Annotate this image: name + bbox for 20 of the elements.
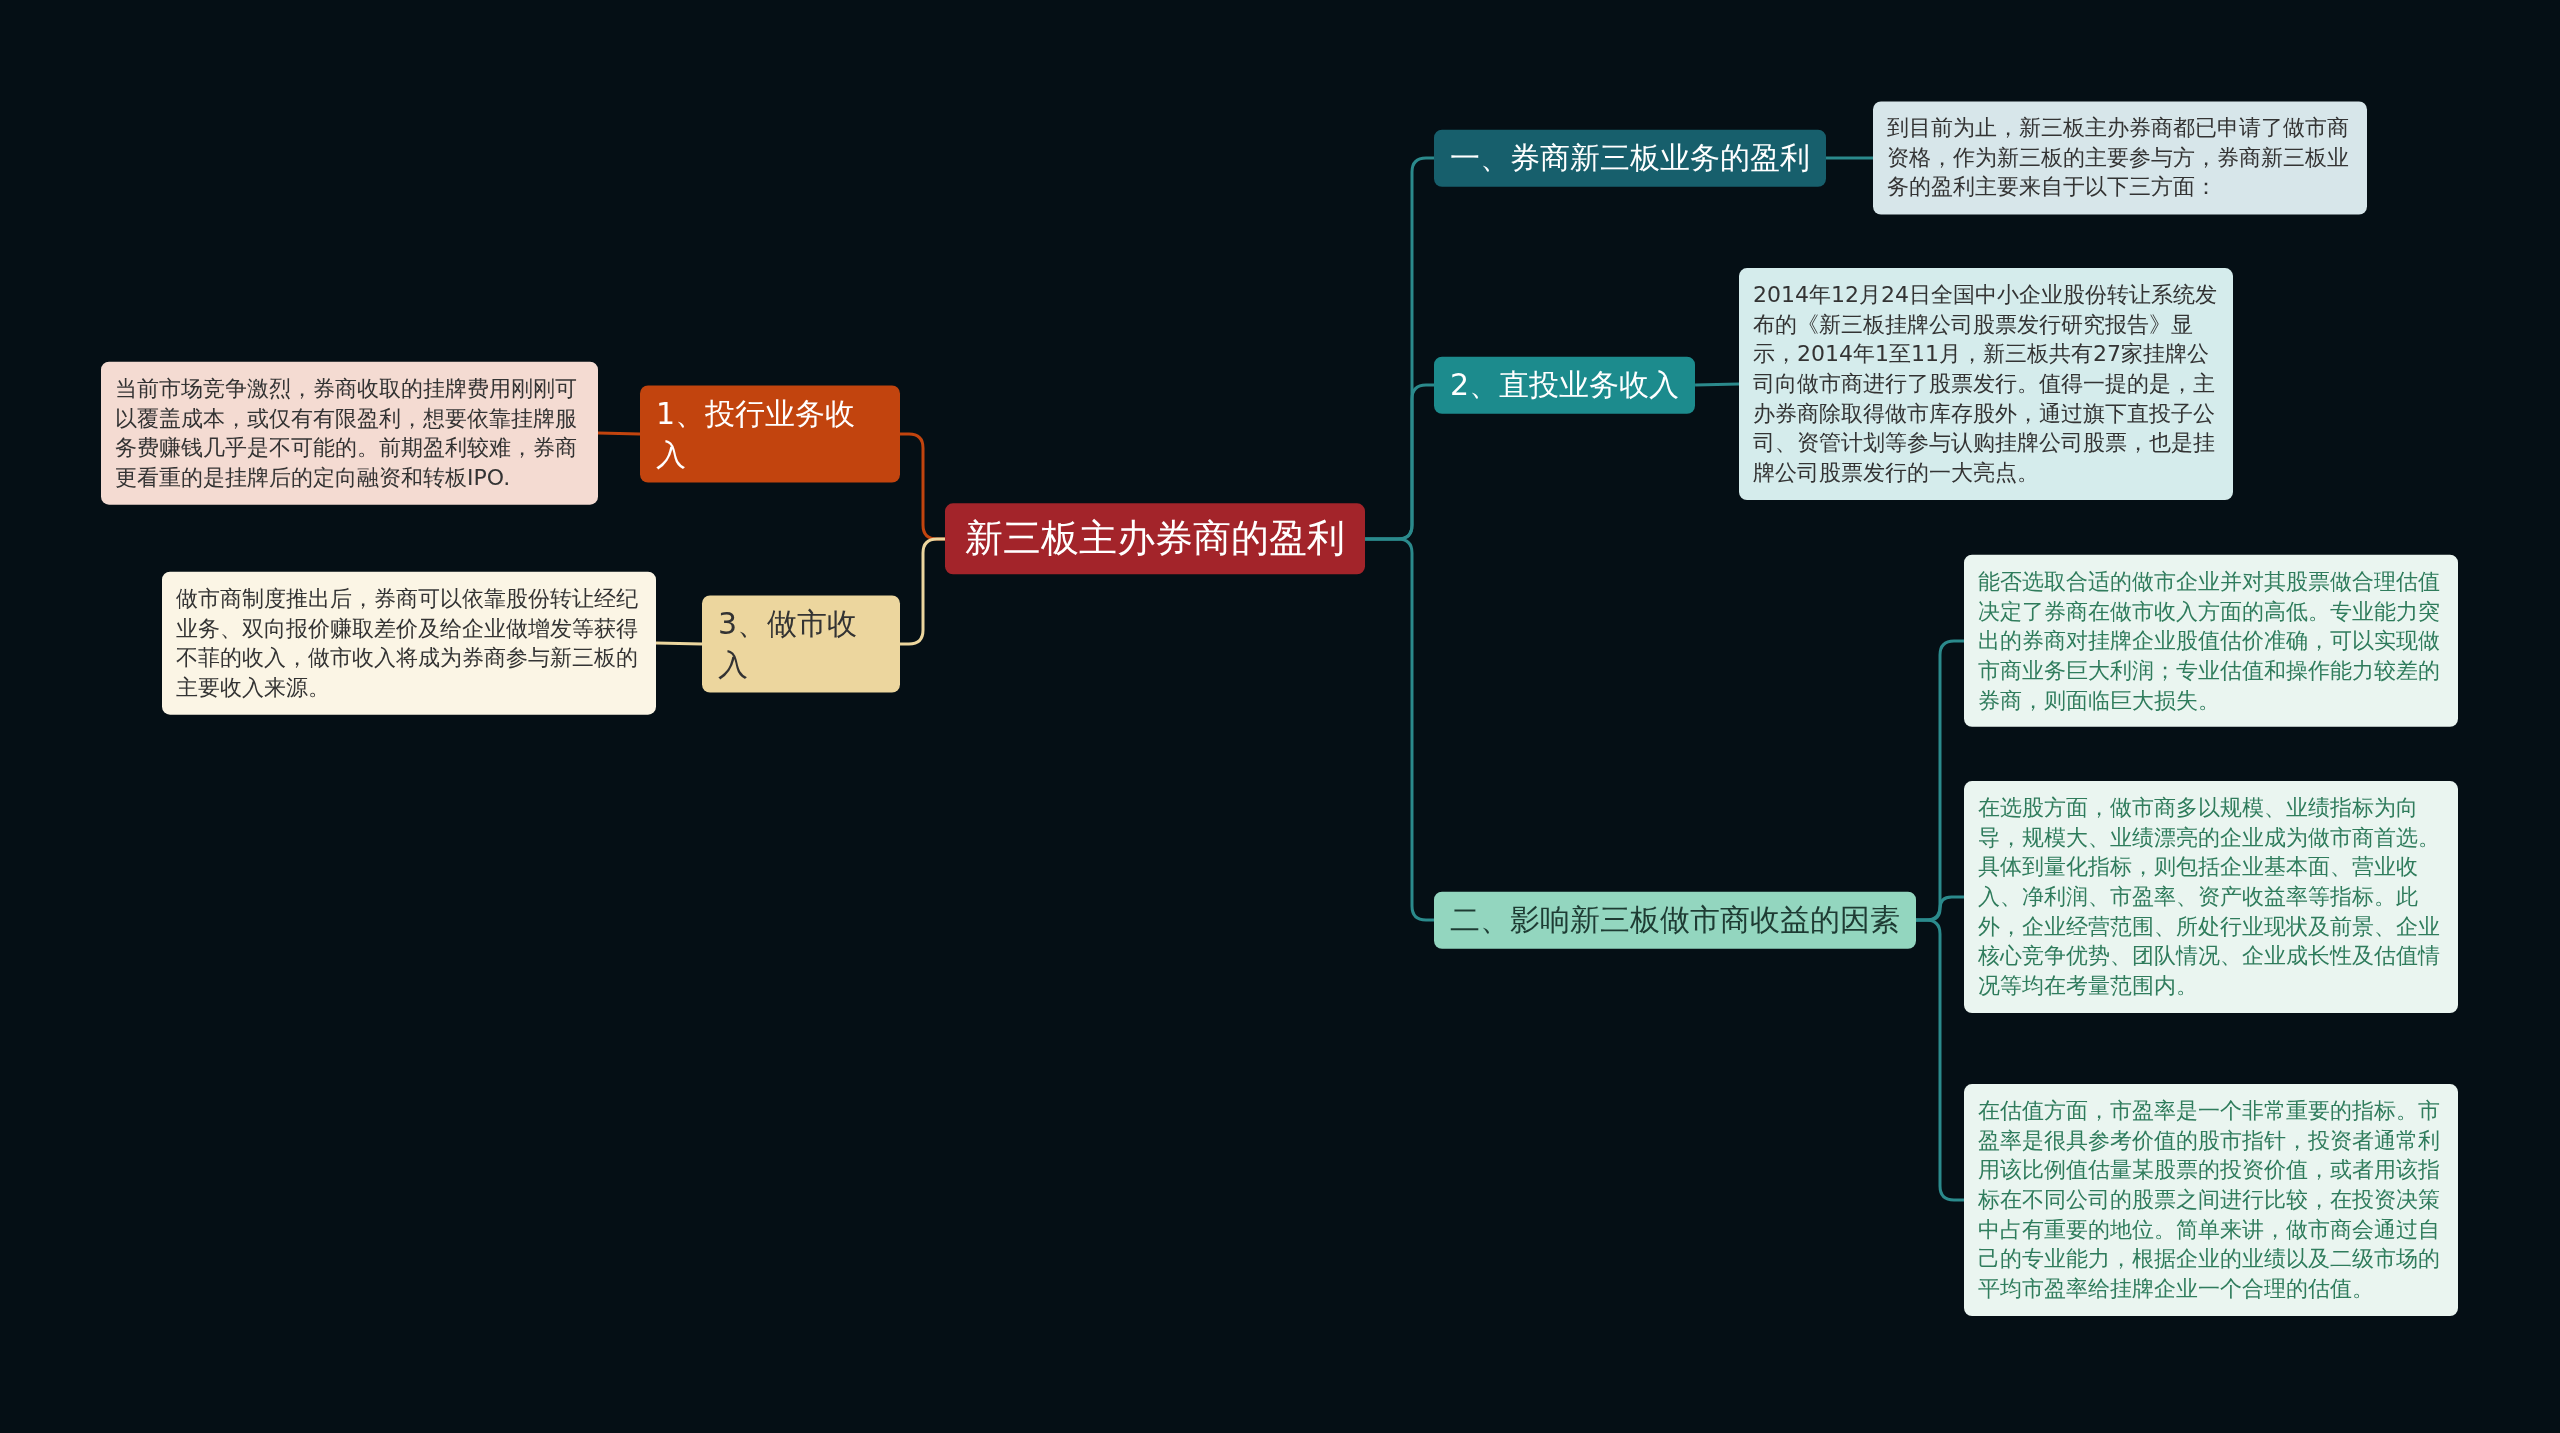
branch-topic: 2、直投业务收入 <box>1434 356 1696 414</box>
connector-line <box>597 431 641 436</box>
connector-line <box>900 537 945 646</box>
connector-line <box>1365 537 1434 922</box>
connector-line <box>655 641 703 646</box>
branch-topic: 一、券商新三板业务的盈利 <box>1434 129 1826 187</box>
note-card: 能否选取合适的做市企业并对其股票做合理估值决定了券商在做市收入方面的高低。专业能力突出的券商对挂牌企业股值估价准确，可以实现做市商业务巨大利润；专业估值和操作能力较差的券商，则面临巨大损失。 <box>1964 554 2458 728</box>
note-card: 2014年12月24日全国中小企业股份转让系统发布的《新三板挂牌公司股票发行研究报告》显示，2014年1至11月，新三板共有27家挂牌公司向做市商进行了股票发行。值得一提的是，主办券商除取得做市库存股外，通过旗下直投子公司、资管计划等参与认购挂牌公司股票，也是挂牌公司股票发行的一大亮点。 <box>1739 268 2233 500</box>
branch-topic: 3、做市收入 <box>702 595 900 693</box>
note-card: 到目前为止，新三板主办券商都已申请了做市商资格，作为新三板的主要参与方，券商新三板业务的盈利主要来自于以下三方面： <box>1873 101 2367 215</box>
note-card: 在估值方面，市盈率是一个非常重要的指标。市盈率是很具参考价值的股市指针，投资者通常利用该比例值估量某股票的投资价值，或者用该指标在不同公司的股票之间进行比较，在投资决策中占有重要的地位。简单来讲，做市商会通过自己的专业能力，根据企业的业绩以及二级市场的平均市盈率给挂牌企业一个合理的估值。 <box>1964 1084 2458 1316</box>
connector-line <box>1826 156 1873 160</box>
branch-topic: 1、投行业务收入 <box>640 385 900 483</box>
central-topic: 新三板主办券商的盈利 <box>945 503 1365 575</box>
note-card: 当前市场竞争激烈，券商收取的挂牌费用刚刚可以覆盖成本，或仅有有限盈利，想要依靠挂牌服务费赚钱几乎是不可能的。前期盈利较难，券商更看重的是挂牌后的定向融资和转板IPO. <box>101 361 598 505</box>
note-card: 做市商制度推出后，券商可以依靠股份转让经纪业务、双向报价赚取差价及给企业做增发等获得不菲的收入，做市收入将成为券商参与新三板的主要收入来源。 <box>162 571 656 715</box>
connector-line <box>1916 918 1964 1202</box>
branch-topic: 二、影响新三板做市商收益的因素 <box>1434 891 1916 949</box>
note-card: 在选股方面，做市商多以规模、业绩指标为向导，规模大、业绩漂亮的企业成为做市商首选。具体到量化指标，则包括企业基本面、营业收入、净利润、市盈率、资产收益率等指标。此外，企业经营范围、所处行业现状及前景、企业核心竞争优势、团队情况、企业成长性及估值情况等均在考量范围内。 <box>1964 781 2458 1013</box>
connector-line <box>1695 382 1740 387</box>
